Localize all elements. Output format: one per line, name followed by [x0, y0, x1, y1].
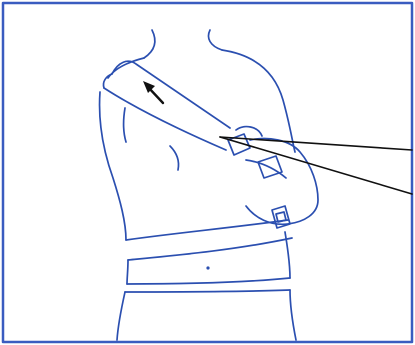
- torso-outline-left-lower: [127, 260, 128, 284]
- waist-belt-bottom: [128, 238, 292, 260]
- waist-belt-top: [126, 220, 288, 240]
- strap-buckle-top: [236, 127, 262, 136]
- navel: [206, 266, 209, 269]
- sling-strap-bottom: [104, 88, 226, 150]
- sling-strap-end: [103, 74, 112, 88]
- shoulder-outline: [222, 50, 295, 152]
- sling-pad: [246, 139, 318, 225]
- direction-arrow-icon: [143, 81, 163, 103]
- torso-outline-left: [100, 92, 126, 240]
- belt-buckle-inner: [276, 212, 286, 222]
- chest-line: [124, 108, 126, 142]
- neck-outline: [144, 30, 155, 58]
- sling-strap-top: [112, 61, 230, 128]
- neck-outline-right: [209, 30, 223, 50]
- chest-line-2: [170, 146, 179, 170]
- hip-outline-right: [290, 290, 296, 340]
- waistband-bottom: [125, 290, 290, 292]
- waistband-top: [127, 278, 290, 284]
- hip-outline-left: [117, 292, 125, 340]
